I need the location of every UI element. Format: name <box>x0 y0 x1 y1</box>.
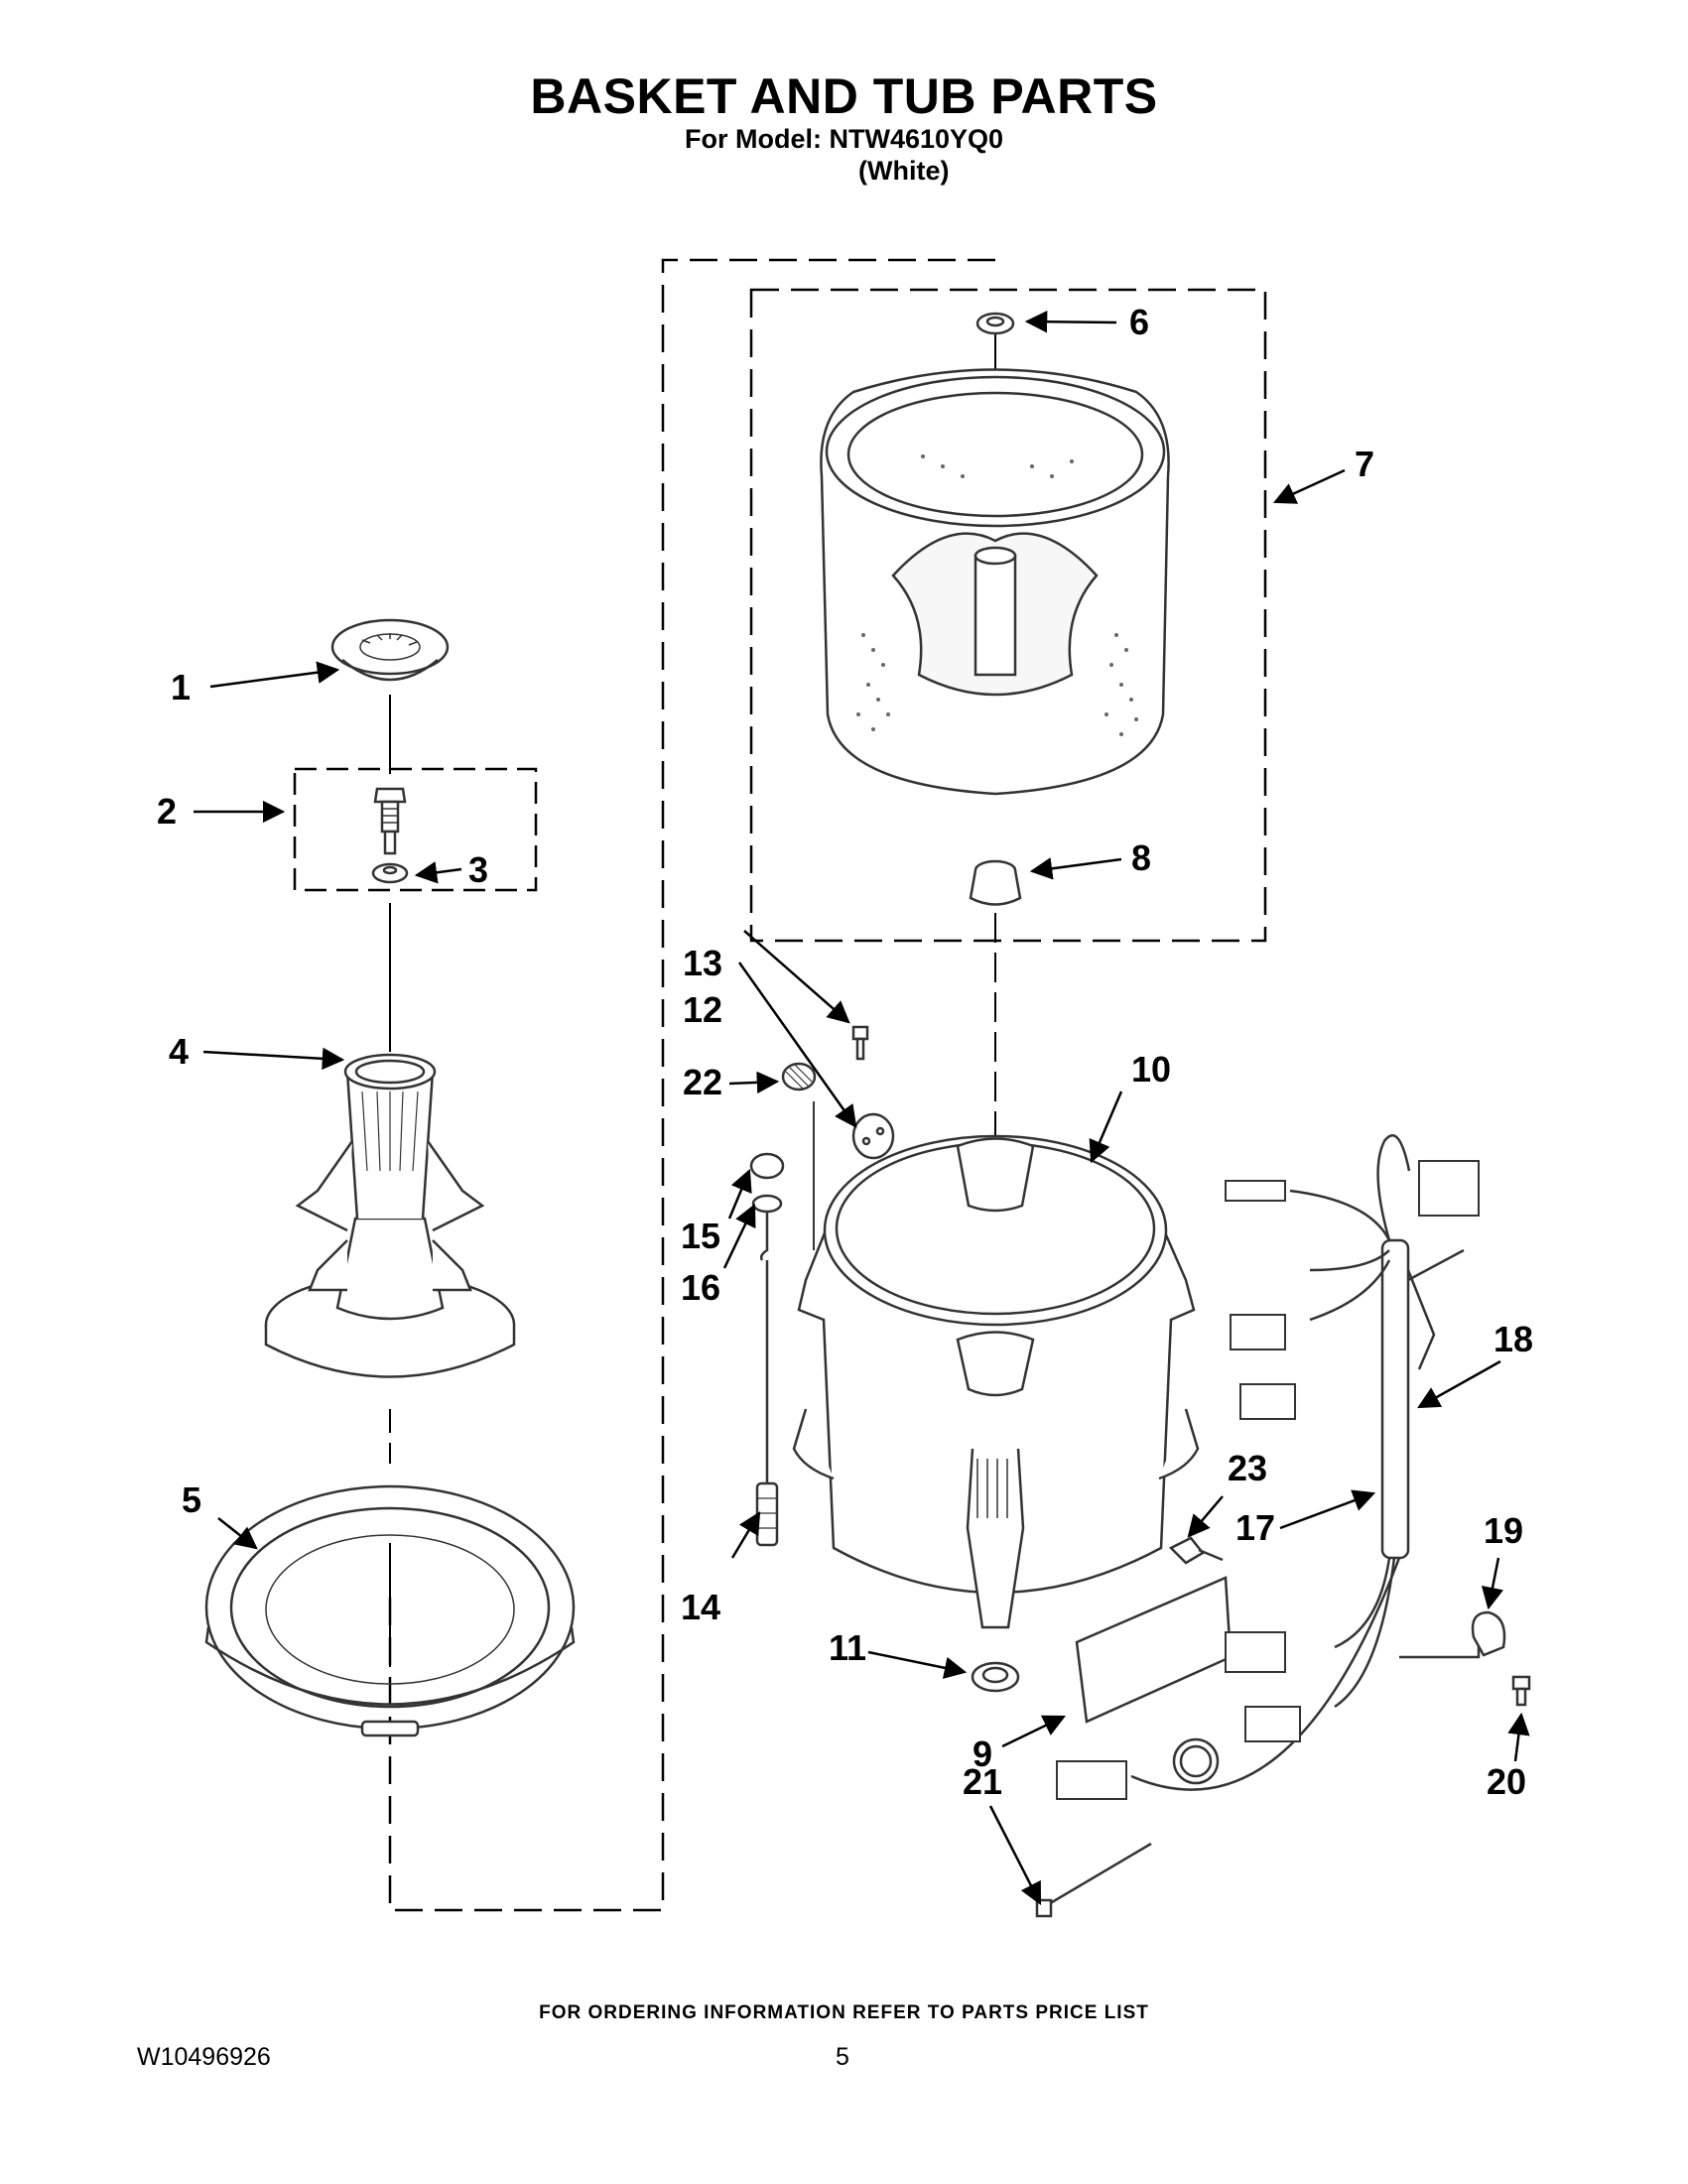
balance-ring-part <box>204 1484 576 1737</box>
screw-13-part <box>851 1025 869 1061</box>
model-color: (White) <box>858 156 950 186</box>
washer-part <box>371 862 409 884</box>
screw-23-part <box>1168 1536 1224 1565</box>
hose-adapter-16-part <box>751 1194 783 1261</box>
callout-20: 20 <box>1487 1761 1526 1802</box>
pressure-hose-14-part <box>755 1481 779 1547</box>
agitator-cap-part <box>330 618 450 682</box>
callout-9: 9 <box>973 1734 992 1774</box>
page-title: BASKET AND TUB PARTS <box>530 68 1158 124</box>
harness-clip-19-part <box>1471 1610 1506 1657</box>
page-number: 5 <box>836 2043 849 2071</box>
wire-connector-top <box>1225 1160 1480 1217</box>
outer-tub-part <box>792 1134 1200 1629</box>
callout-12: 12 <box>683 989 722 1030</box>
bolt-group-box <box>293 767 538 892</box>
hose-clamp-15-part <box>749 1152 785 1180</box>
wire-connector-mid <box>1230 1314 1296 1420</box>
callout-19: 19 <box>1484 1510 1523 1551</box>
callout-18: 18 <box>1493 1319 1533 1359</box>
document-number: W10496926 <box>137 2043 271 2071</box>
basket-nut-part <box>975 312 1015 335</box>
callout-17: 17 <box>1235 1507 1275 1548</box>
callout-14: 14 <box>681 1587 720 1627</box>
spring-22-part <box>781 1062 817 1092</box>
callout-7: 7 <box>1355 444 1374 484</box>
basket-group-box <box>749 288 1267 943</box>
callout-11: 11 <box>829 1627 866 1668</box>
agitator-part <box>264 1053 516 1378</box>
agitator-bolt-part <box>373 787 407 855</box>
callout-5: 5 <box>182 1479 201 1520</box>
wire-connector-low <box>1056 1631 1301 1800</box>
leader-arrows <box>194 310 1530 1906</box>
callout-1: 1 <box>171 667 191 707</box>
callout-15: 15 <box>681 1216 720 1256</box>
model-line: For Model: NTW4610YQ0 <box>685 124 1004 154</box>
callout-16: 16 <box>681 1267 720 1308</box>
assembly-frame-outline <box>388 258 995 1912</box>
wire-harness-part <box>1130 1134 1481 1791</box>
tub-seal-part <box>971 1661 1020 1693</box>
callout-4: 4 <box>169 1031 189 1072</box>
callout-3: 3 <box>468 849 488 890</box>
ordering-note: FOR ORDERING INFORMATION REFER TO PARTS … <box>539 2002 1149 2023</box>
callout-8: 8 <box>1131 837 1151 878</box>
wash-basket-part <box>820 368 1170 796</box>
callout-22: 22 <box>683 1062 722 1102</box>
pressure-switch-bracket-part <box>851 1112 895 1160</box>
callout-10: 10 <box>1131 1049 1171 1090</box>
drive-hub-part <box>969 859 1022 906</box>
callout-6: 6 <box>1129 302 1149 342</box>
callout-23: 23 <box>1228 1448 1267 1488</box>
callout-13: 13 <box>683 943 722 983</box>
screw-20-part <box>1511 1675 1531 1707</box>
callout-21: 21 <box>963 1761 1002 1802</box>
callout-2: 2 <box>157 791 177 832</box>
cable-tie-21-part <box>1035 1842 1152 1918</box>
control-board-part <box>1075 1576 1233 1724</box>
